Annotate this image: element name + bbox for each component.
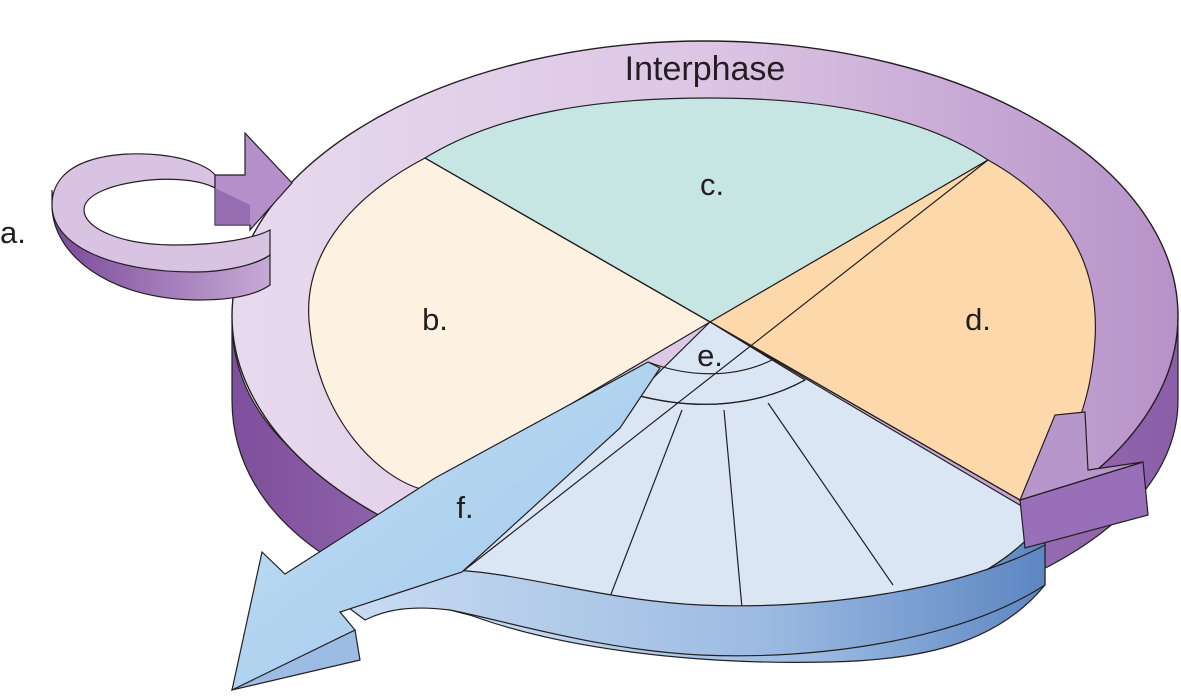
cytokinesis-swoosh-arrow — [343, 544, 1046, 657]
mitosis-subdivisions — [607, 402, 894, 609]
g0-loop-arrow — [51, 131, 293, 301]
label-f: f. — [456, 490, 473, 525]
interphase-end-arrow — [1018, 411, 1149, 549]
sector-e-arc-outer — [635, 379, 806, 405]
sector-c — [423, 97, 990, 323]
label-a: a. — [0, 215, 26, 250]
label-e: e. — [697, 338, 723, 373]
sector-b — [308, 157, 712, 491]
label-b: b. — [422, 302, 448, 337]
sector-e-arc-inner — [647, 359, 773, 375]
sector-dividers — [424, 157, 1021, 573]
label-c: c. — [700, 167, 724, 202]
exit-arrow-f — [231, 361, 661, 692]
label-d: d. — [965, 302, 991, 337]
interphase-label: Interphase — [625, 50, 786, 88]
